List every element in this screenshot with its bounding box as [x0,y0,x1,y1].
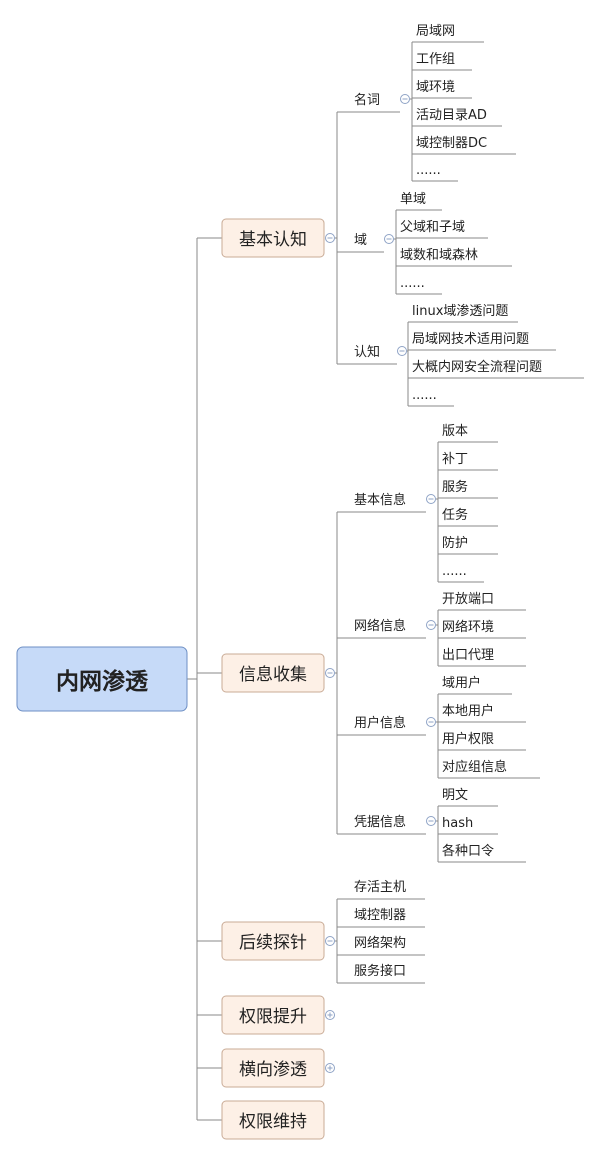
minus-circle-icon[interactable] [400,94,410,104]
branch-label: 横向渗透 [239,1060,307,1080]
minus-circle-icon[interactable] [397,346,407,356]
branch-privilege-escalation[interactable] [221,995,325,1035]
connector-lines [187,41,584,1121]
leaf-item: 局域网 [416,24,455,39]
leaf-item: 补丁 [442,452,468,467]
branch-label: 信息收集 [239,665,307,685]
subtopic-label: 服务接口 [354,963,406,979]
leaf-item: ...... [442,564,467,579]
branch-label: 基本认知 [239,230,307,250]
leaf-item: ...... [416,163,441,178]
subtopic-label: 存活主机 [354,880,406,895]
leaf-item: 开放端口 [442,592,494,607]
plus-circle-icon[interactable] [325,1010,335,1020]
leaf-item: hash [442,816,473,831]
plus-circle-icon[interactable] [325,1063,335,1073]
leaf-item: 域数和域森林 [400,248,478,263]
leaf-item: 域控制器DC [416,136,487,151]
minus-circle-icon[interactable] [325,668,335,678]
branch-info-collection[interactable] [221,653,325,693]
minus-circle-icon[interactable] [325,233,335,243]
leaf-item: 单域 [400,192,426,207]
leaf-item: 明文 [442,788,468,803]
leaf-item: 任务 [442,507,468,523]
leaf-item: ...... [412,388,437,403]
branch-persistence[interactable] [221,1100,325,1140]
leaf-item: 工作组 [416,52,455,67]
leaf-item: 父域和子域 [400,220,465,235]
branch-label: 权限提升 [239,1007,307,1027]
leaf-item: 域环境 [416,80,455,95]
leaf-item: 出口代理 [442,648,494,663]
leaf-item: 服务 [442,479,468,495]
leaf-item: 局域网技术适用问题 [412,332,529,347]
subtopic-label: 用户信息 [354,715,406,731]
root-topic-label: 内网渗透 [56,668,149,695]
subtopic-label: 网络信息 [354,618,406,634]
subtopic-label: 凭据信息 [354,814,406,830]
leaf-item: 网络环境 [442,619,494,635]
branch-basic-knowledge[interactable] [221,218,325,258]
minus-circle-icon[interactable] [426,816,436,826]
leaf-item: 对应组信息 [442,759,507,775]
branch-label: 后续探针 [239,933,307,953]
subtopic-label: 认知 [354,344,380,360]
subtopic-label: 名词 [354,92,380,108]
subtopic-label: 网络架构 [354,935,406,951]
leaf-item: 用户权限 [442,731,494,747]
subtopic-label: 域 [354,233,367,248]
leaf-item: 本地用户 [442,703,494,719]
subtopic-label: 基本信息 [354,492,406,508]
leaf-item: 大概内网安全流程问题 [412,359,542,375]
root-topic[interactable] [16,646,188,712]
minus-circle-icon[interactable] [426,717,436,727]
minus-circle-icon[interactable] [426,494,436,504]
branch-follow-up-probe[interactable] [221,921,325,961]
leaf-item: ...... [400,276,425,291]
subtopic-label: 域控制器 [354,908,406,923]
branch-lateral-movement[interactable] [221,1048,325,1088]
leaf-item: 版本 [442,424,468,439]
minus-circle-icon[interactable] [384,234,394,244]
leaf-item: 防护 [442,535,468,551]
leaf-item: 各种口令 [442,843,494,859]
minus-circle-icon[interactable] [325,936,335,946]
leaf-item: linux域渗透问题 [412,304,508,319]
leaf-item: 活动目录AD [416,108,487,123]
leaf-item: 域用户 [442,675,481,691]
branch-label: 权限维持 [239,1112,307,1132]
minus-circle-icon[interactable] [426,620,436,630]
